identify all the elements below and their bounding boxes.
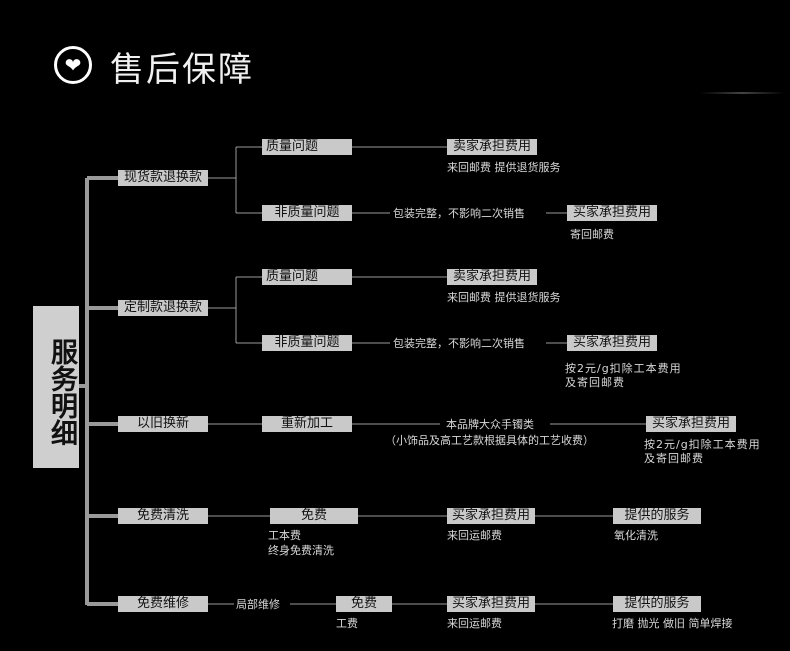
b1-nonquality-condition: 包装完整，不影响二次销售 bbox=[393, 207, 525, 220]
b2-quality-result: 卖家承担费用 bbox=[447, 269, 537, 285]
b1-quality-result: 卖家承担费用 bbox=[447, 139, 537, 155]
b2-nonquality-note: 按2元/g扣除工本费用 bbox=[565, 362, 682, 375]
branch-node-b2: 定制款退换款 bbox=[118, 300, 208, 316]
heart-icon: ❤ bbox=[54, 46, 92, 84]
b1-quality-note: 来回邮费 提供退货服务 bbox=[447, 161, 561, 174]
b4-step-note: 工本费 bbox=[268, 529, 301, 542]
b3-condition-note: （小饰品及高工艺款根据具体的工艺收费） bbox=[385, 434, 594, 447]
b1-nonquality-note: 寄回邮费 bbox=[570, 228, 614, 241]
b2-nonquality-condition: 包装完整，不影响二次销售 bbox=[393, 337, 525, 350]
b4-result-note: 来回运邮费 bbox=[447, 529, 502, 542]
b5-step-node: 免费 bbox=[336, 596, 392, 612]
b4-result: 买家承担费用 bbox=[447, 508, 535, 524]
b5-condition: 局部维修 bbox=[236, 598, 280, 611]
b5-step-note: 工费 bbox=[336, 617, 358, 630]
b3-result-note: 按2元/g扣除工本费用 bbox=[644, 438, 761, 451]
b5-result-note: 来回运邮费 bbox=[447, 617, 502, 630]
branch-node-b1: 现货款退换款 bbox=[118, 170, 208, 186]
branch-node-b5: 免费维修 bbox=[118, 596, 208, 612]
b1-nonquality-result: 买家承担费用 bbox=[567, 205, 657, 221]
b2-quality-node: 质量问题 bbox=[262, 269, 352, 285]
b3-result-note-2: 及寄回邮费 bbox=[644, 452, 704, 465]
branch-node-b4: 免费清洗 bbox=[118, 508, 208, 524]
b4-service-note: 氧化清洗 bbox=[614, 529, 658, 542]
b1-nonquality-node: 非质量问题 bbox=[262, 205, 352, 221]
root-node: 服务明细 bbox=[33, 306, 79, 468]
b2-quality-note: 来回邮费 提供退货服务 bbox=[447, 291, 561, 304]
b3-result: 买家承担费用 bbox=[646, 416, 736, 432]
b4-step-node: 免费 bbox=[270, 508, 358, 524]
branch-node-b3: 以旧换新 bbox=[118, 416, 208, 432]
decorative-divider bbox=[700, 92, 785, 94]
page-title: 售后保障 bbox=[110, 50, 254, 90]
b5-service-note: 打磨 抛光 做旧 简单焊接 bbox=[612, 617, 733, 630]
b2-nonquality-node: 非质量问题 bbox=[262, 335, 352, 351]
b2-nonquality-result: 买家承担费用 bbox=[567, 335, 657, 351]
b4-step-note-2: 终身免费清洗 bbox=[268, 544, 334, 557]
b5-service: 提供的服务 bbox=[613, 596, 701, 612]
b3-step-node: 重新加工 bbox=[262, 416, 352, 432]
b2-nonquality-note-2: 及寄回邮费 bbox=[565, 376, 625, 389]
b1-quality-node: 质量问题 bbox=[262, 139, 352, 155]
b4-service: 提供的服务 bbox=[613, 508, 701, 524]
b5-result: 买家承担费用 bbox=[447, 596, 535, 612]
b3-condition: 本品牌大众手镯类 bbox=[446, 418, 534, 431]
